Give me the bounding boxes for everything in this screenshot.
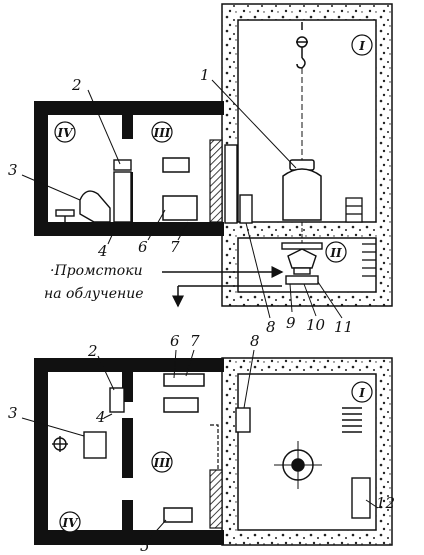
svg-text:IV: IV: [57, 126, 75, 140]
callout-leaders-top: [21, 79, 343, 319]
flow-arrows: [162, 266, 284, 308]
svg-text:I: I: [358, 39, 365, 53]
crane-hook: [296, 22, 308, 162]
room-label-bottom-IV: IV: [59, 511, 81, 533]
black-walls-bottom: [34, 358, 224, 545]
callout-bottom-8: 8: [250, 332, 260, 350]
room-label-bottom-III: III: [151, 451, 173, 473]
room-label-top-II: II: [325, 241, 347, 263]
callout-bottom-3: 3: [8, 404, 18, 422]
callout-top-2: 2: [71, 76, 82, 94]
concrete-shield-top: [221, 3, 393, 307]
equipment-IV-top: [55, 159, 132, 223]
callout-bottom-5: 5: [140, 537, 150, 555]
equipment-III-bottom: [163, 373, 205, 523]
callout-top-3: 3: [8, 161, 18, 179]
callout-top-9: 9: [286, 314, 296, 332]
callout-bottom-6: 6: [170, 332, 180, 350]
pipe-top: [224, 144, 253, 224]
equipment-12: [351, 477, 371, 519]
svg-text:III: III: [153, 456, 171, 470]
top-view: I II III IV: [8, 3, 393, 336]
wastewater-caption-line1: ·Промстоки: [50, 263, 143, 279]
pipe-bottom: [235, 407, 251, 433]
callout-bottom-2: 2: [87, 342, 98, 360]
callout-top-8: 8: [266, 318, 276, 336]
room-label-top-IV: IV: [54, 121, 76, 143]
room-label-top-III: III: [151, 121, 173, 143]
storage-rack-II: [362, 243, 376, 277]
room-label-top-I: I: [351, 34, 373, 56]
svg-text:I: I: [358, 386, 365, 400]
equipment-IV-bottom: [52, 387, 125, 459]
storage-rack-bottom: [342, 407, 362, 433]
wastewater-caption-line2: на облучение: [44, 286, 144, 302]
callout-top-7: 7: [170, 238, 180, 256]
svg-text:II: II: [329, 246, 342, 260]
callout-top-1: 1: [200, 66, 210, 84]
svg-text:IV: IV: [62, 516, 80, 530]
shelf-unit-top: [345, 197, 363, 223]
svg-text:III: III: [153, 126, 171, 140]
bottom-view: I III IV: [8, 332, 395, 555]
irradiator-plan: [274, 441, 322, 489]
callout-bottom-12: 12: [376, 494, 395, 512]
callout-top-11: 11: [334, 318, 353, 336]
shielding-door-bottom: [209, 469, 223, 529]
callout-top-6: 6: [138, 238, 148, 256]
callout-top-4: 4: [97, 242, 108, 260]
callout-leaders-bottom: [21, 349, 379, 539]
irradiator-container: [282, 159, 322, 221]
control-desk-top: [162, 157, 198, 221]
pump-unit-II: [281, 222, 323, 285]
callout-top-10: 10: [306, 316, 326, 334]
shielding-door-top: [209, 139, 223, 223]
room-label-bottom-I: I: [351, 381, 373, 403]
callout-bottom-4: 4: [95, 408, 106, 426]
door-frame-bottom: [210, 424, 219, 470]
callout-bottom-7: 7: [190, 332, 200, 350]
